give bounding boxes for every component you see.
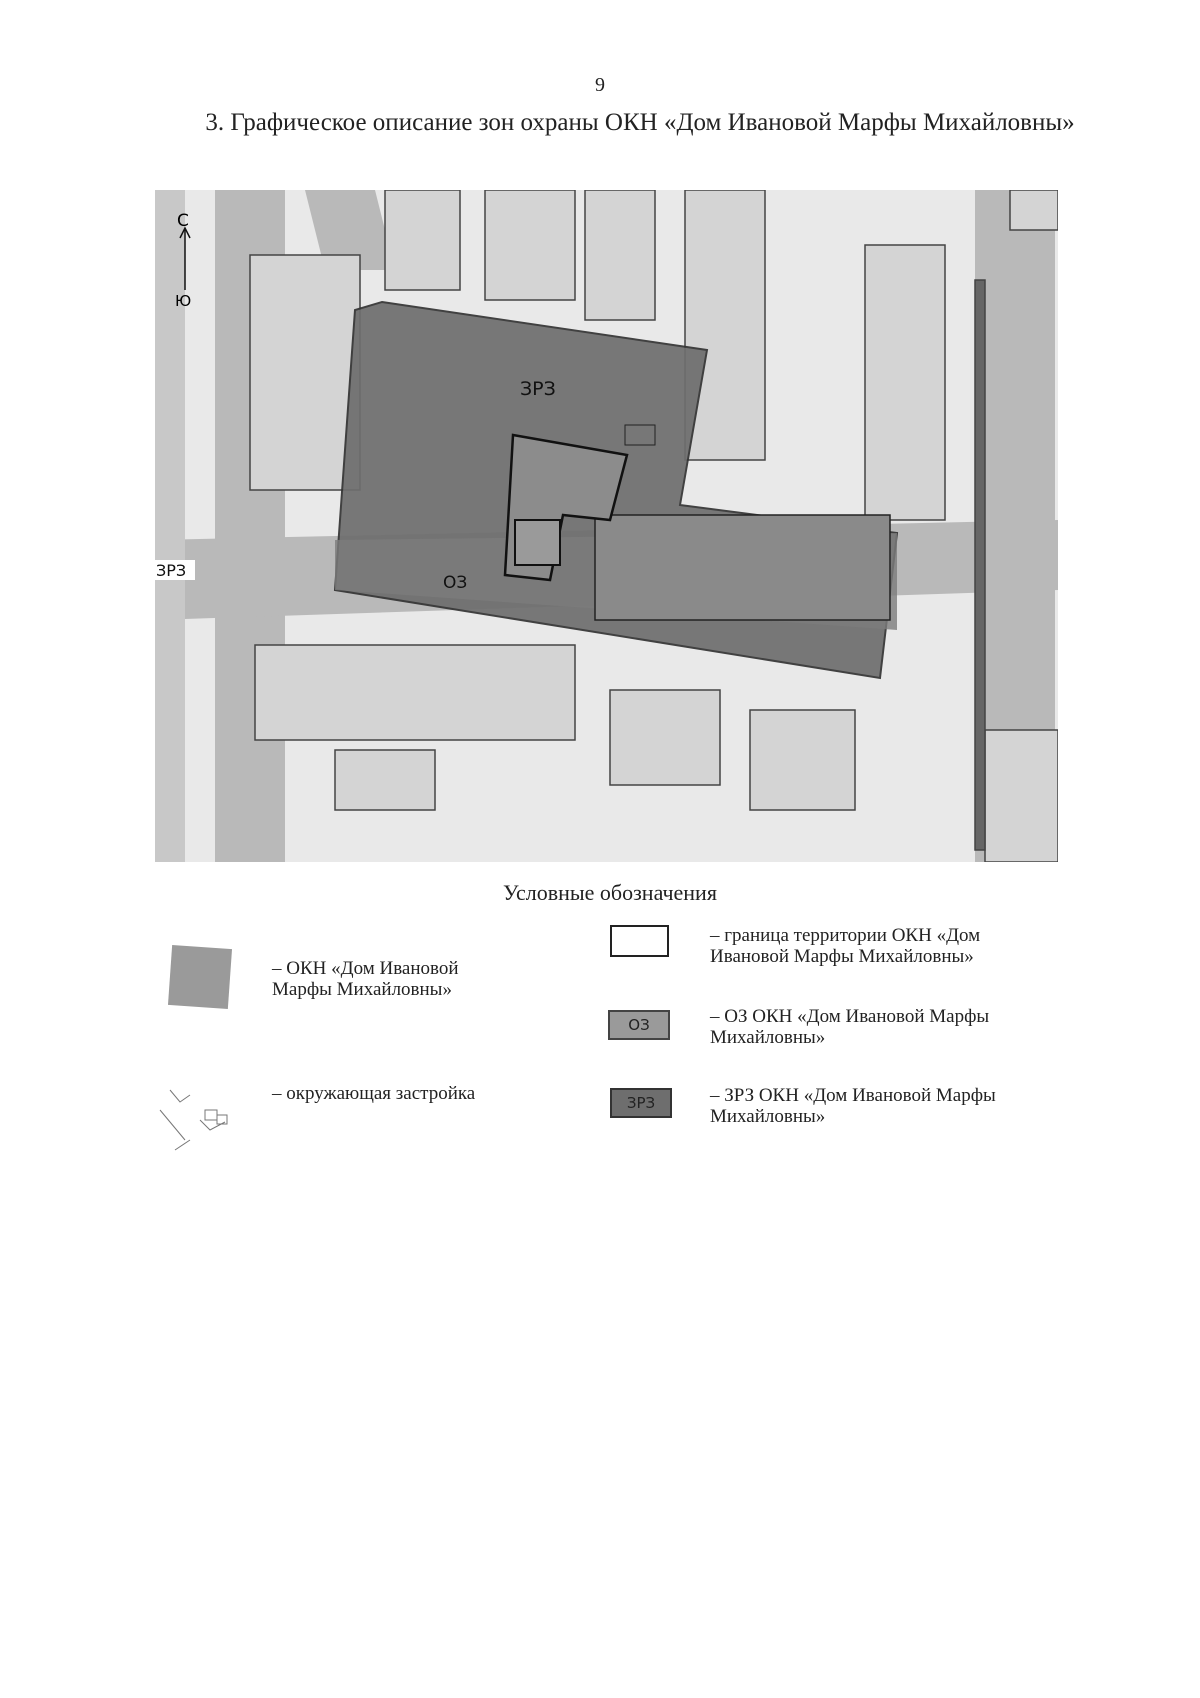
boundary-swatch-icon [610, 925, 669, 957]
north-arrow [179, 226, 191, 290]
small-building [624, 424, 656, 446]
page-title: 3. Графическое описание зон охраны ОКН «… [205, 109, 1075, 136]
legend-oz-text: – ОЗ ОКН «Дом Ивановой Марфы Михайловны» [710, 1006, 990, 1048]
oz-zone [335, 514, 897, 630]
protection-zones-map: С Ю ЗРЗ ОЗ ЗРЗ [155, 190, 1058, 862]
surrounding-buildings [249, 190, 1058, 862]
legend-title: Условные обозначения [503, 880, 717, 905]
north-label: С [177, 211, 189, 231]
legend-surrounding-text: – окружающая застройка [272, 1083, 476, 1104]
oz-swatch-icon: ОЗ [608, 1010, 670, 1040]
left-zrz-label: ЗРЗ [156, 561, 186, 580]
legend-okn-text: – ОКН «Дом Ивановой Марфы Михайловны» [272, 958, 459, 1000]
zrz-swatch-icon: ЗРЗ [610, 1088, 672, 1118]
legend-boundary-text: – граница территории ОКН «Дом Ивановой М… [710, 925, 981, 967]
zrz-label: ЗРЗ [520, 378, 556, 400]
surrounding-buildings-swatch-icon [159, 1089, 228, 1151]
okn-building [514, 519, 561, 566]
oz-label: ОЗ [443, 573, 467, 593]
page-number: 9 [595, 74, 605, 96]
legend-zrz-text: – ЗРЗ ОКН «Дом Ивановой Марфы Михайловны… [710, 1085, 996, 1127]
south-label: Ю [175, 292, 191, 310]
left-label-bg [155, 560, 195, 580]
okn-swatch-icon [167, 944, 233, 1010]
